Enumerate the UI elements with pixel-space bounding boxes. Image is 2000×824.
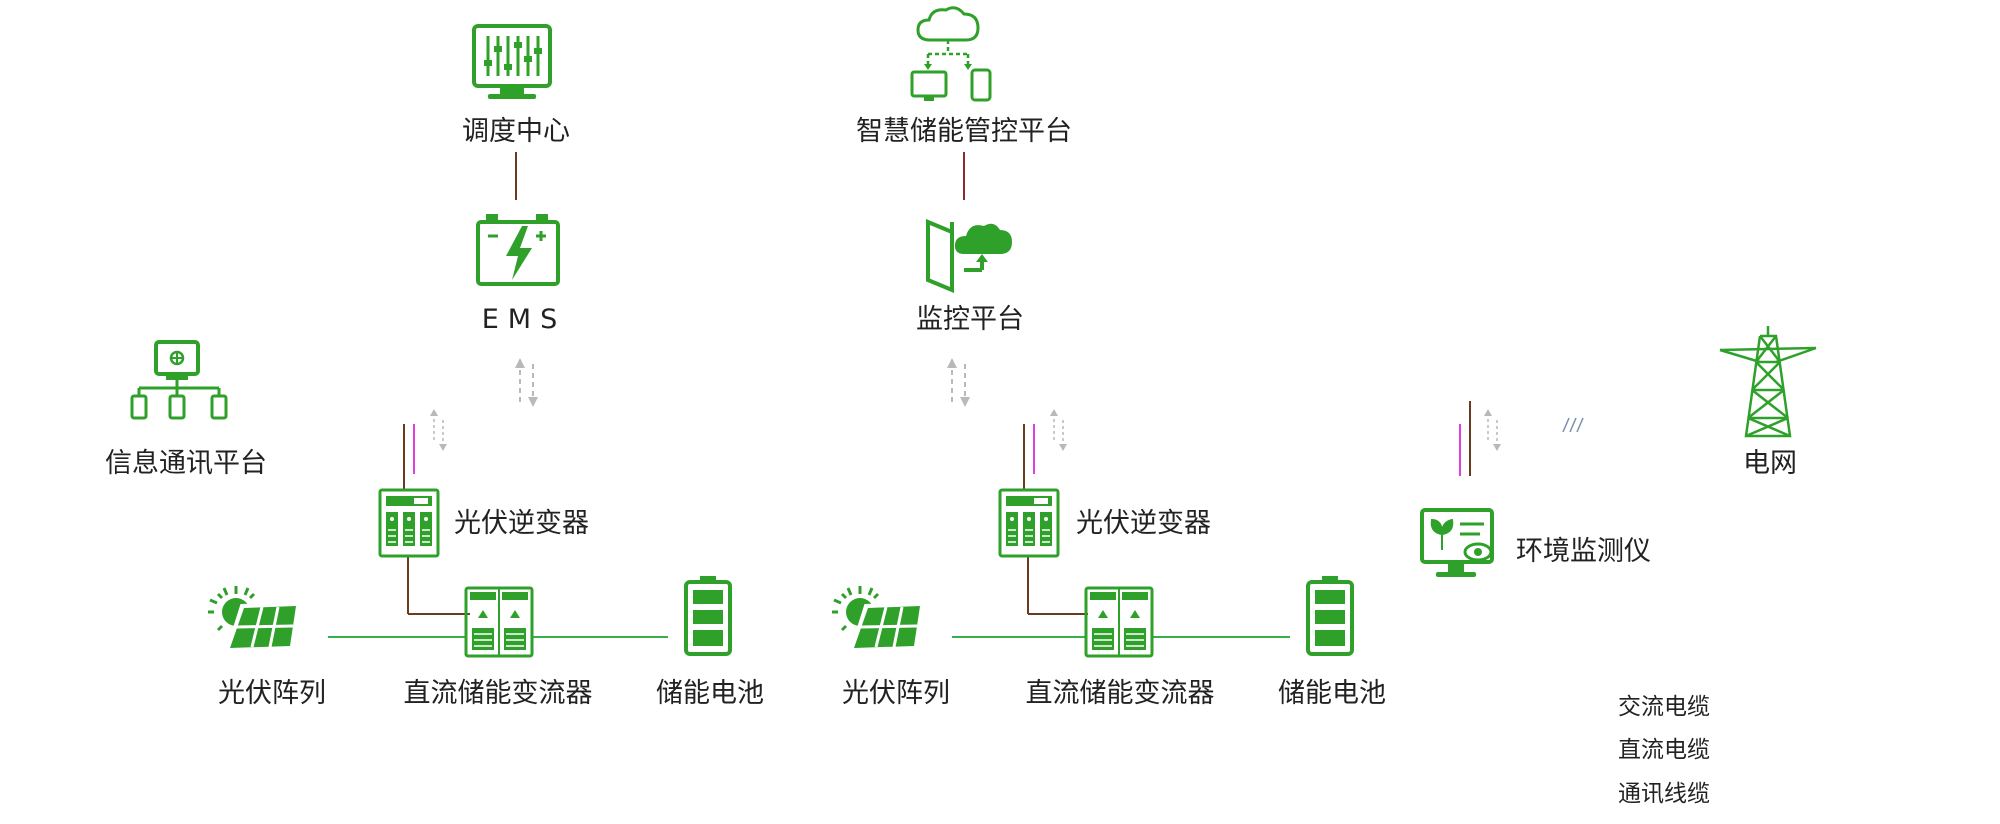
dispatch-center-label: 调度中心 <box>462 116 570 147</box>
cable-lines <box>275 152 1714 638</box>
cloud-devices-icon <box>910 6 992 102</box>
battery-label: 储能电池 <box>656 678 764 709</box>
pv-array-label: 光伏阵列 <box>218 678 326 709</box>
solar-panel-icon <box>208 586 301 653</box>
battery-icon <box>1306 576 1354 656</box>
env-monitor-label: 环境监测仪 <box>1516 536 1651 567</box>
battery-label: 储能电池 <box>1278 678 1386 709</box>
legend-ac-label: 交流电缆 <box>1618 694 1710 720</box>
inverter-label: 光伏逆变器 <box>1076 508 1211 539</box>
smart-platform-label: 智慧储能管控平台 <box>856 116 1072 147</box>
solar-panel-icon <box>832 586 925 653</box>
pv-array-label: 光伏阵列 <box>842 678 950 709</box>
battery-bolt-icon <box>476 214 560 286</box>
pcs-label: 直流储能变流器 <box>1025 678 1215 709</box>
legend-lines <box>1520 706 1602 797</box>
plant-eye-monitor-icon <box>1420 508 1494 577</box>
battery-icon <box>684 576 732 656</box>
monitor-platform-label: 监控平台 <box>916 304 1024 335</box>
power-tower-icon <box>1719 326 1817 438</box>
inverter-label: 光伏逆变器 <box>454 508 589 539</box>
inverter-cabinet-icon <box>378 488 440 558</box>
legend-dc-label: 直流电缆 <box>1618 737 1710 763</box>
grid-label: 电网 <box>1743 448 1797 479</box>
converter-cabinet-icon <box>1084 586 1154 658</box>
door-cloud-icon <box>926 219 1012 293</box>
data-flow-arrows <box>430 358 1501 451</box>
legend-comm-label: 通讯线缆 <box>1618 781 1710 807</box>
inverter-cabinet-icon <box>998 488 1060 558</box>
ems-label: EMS <box>481 304 567 335</box>
network-devices-icon <box>130 340 228 420</box>
bus-break-mark <box>1562 417 1584 433</box>
pcs-label: 直流储能变流器 <box>403 678 593 709</box>
info-platform-label: 信息通讯平台 <box>105 448 267 479</box>
monitor-sliders-icon <box>472 24 552 99</box>
converter-cabinet-icon <box>464 586 534 658</box>
